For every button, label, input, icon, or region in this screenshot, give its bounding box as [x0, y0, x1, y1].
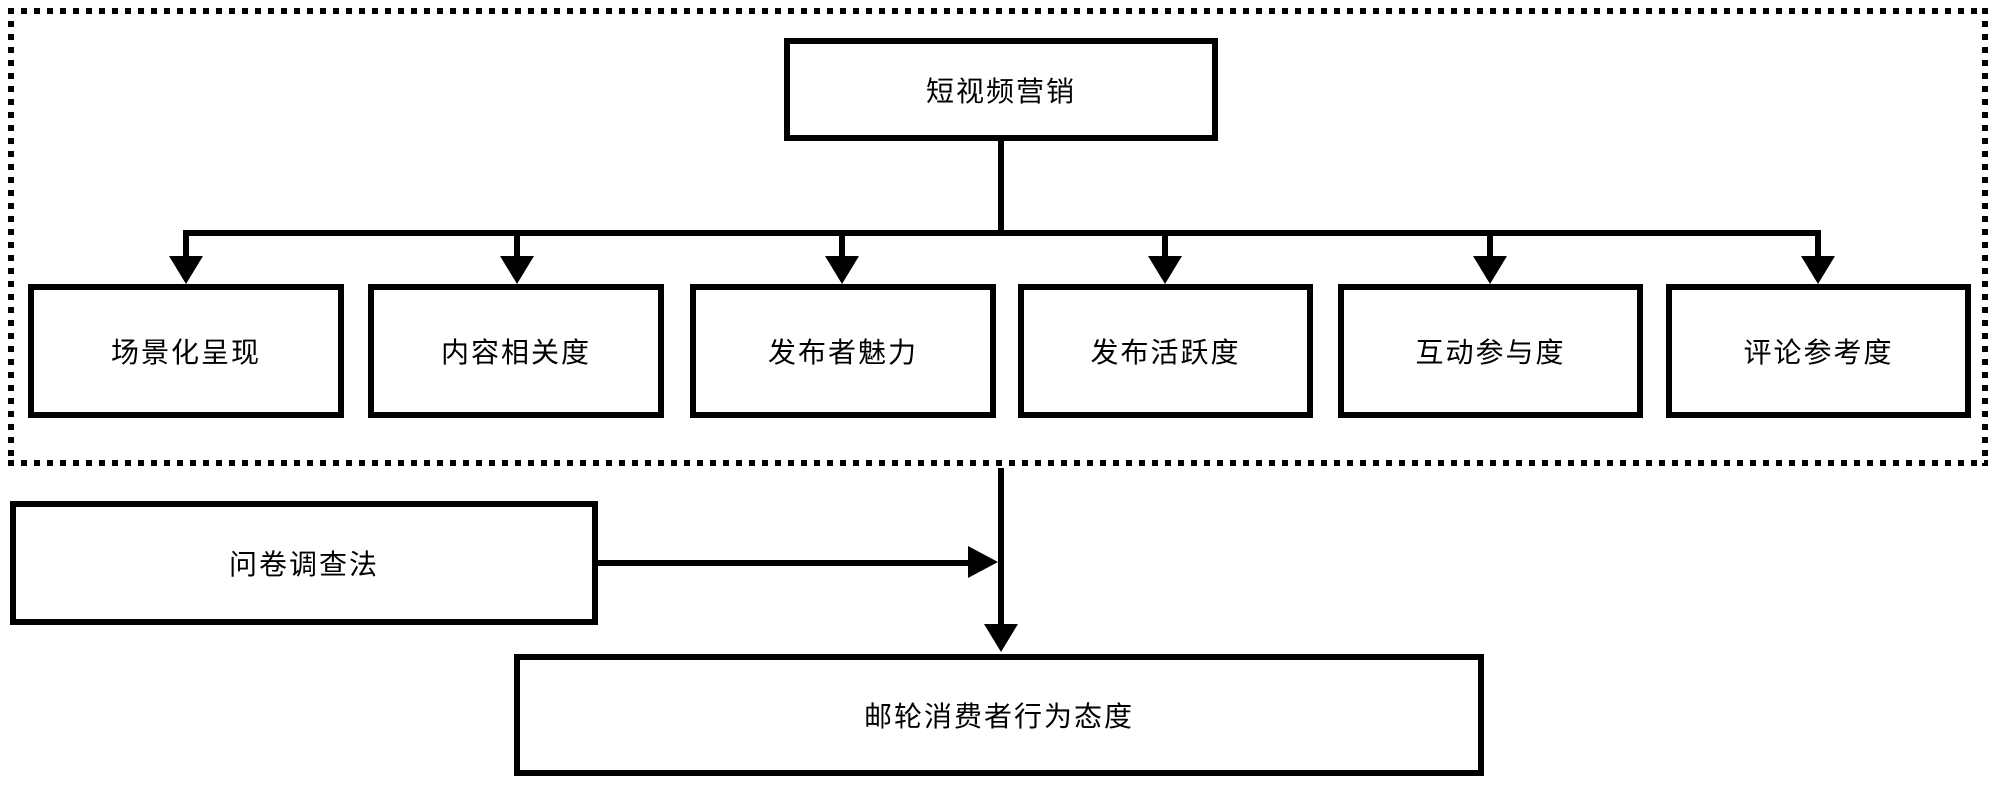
connector-distribution-line	[186, 230, 1821, 236]
node-scenario-presentation: 场景化呈现	[28, 284, 344, 418]
arrowhead-right-icon	[968, 546, 998, 578]
node-label: 发布活跃度	[1090, 337, 1241, 368]
arrowhead-down-icon	[825, 256, 859, 284]
node-content-relevance: 内容相关度	[368, 284, 664, 418]
connector-root-stem	[998, 141, 1004, 233]
arrowhead-down-icon	[1148, 256, 1182, 284]
arrowhead-down-icon	[169, 256, 203, 284]
connector-drop-2	[514, 230, 520, 262]
node-label: 问卷调查法	[228, 549, 379, 580]
node-label: 评论参考度	[1743, 337, 1894, 368]
arrowhead-down-icon	[984, 624, 1018, 652]
node-label: 互动参与度	[1415, 337, 1566, 368]
node-publishing-activity: 发布活跃度	[1018, 284, 1313, 418]
node-label: 场景化呈现	[110, 337, 261, 368]
connector-frame-to-outcome	[998, 468, 1004, 626]
node-interaction-participation: 互动参与度	[1338, 284, 1643, 418]
connector-drop-5	[1487, 230, 1493, 262]
node-label: 发布者魅力	[767, 337, 918, 368]
arrowhead-down-icon	[1473, 256, 1507, 284]
connector-drop-4	[1162, 230, 1168, 262]
node-questionnaire-survey: 问卷调查法	[10, 501, 598, 625]
node-publisher-charisma: 发布者魅力	[690, 284, 996, 418]
node-label: 短视频营销	[925, 75, 1076, 107]
node-comment-reference: 评论参考度	[1666, 284, 1971, 418]
connector-drop-3	[839, 230, 845, 262]
node-cruise-consumer-behavior-attitude: 邮轮消费者行为态度	[514, 654, 1484, 776]
connector-drop-6	[1815, 230, 1821, 262]
arrowhead-down-icon	[1801, 256, 1835, 284]
connector-drop-1	[183, 230, 189, 262]
arrowhead-down-icon	[500, 256, 534, 284]
connector-method-arrow	[598, 560, 968, 566]
node-label: 邮轮消费者行为态度	[863, 701, 1134, 732]
node-short-video-marketing: 短视频营销	[784, 38, 1218, 141]
node-label: 内容相关度	[440, 337, 591, 368]
